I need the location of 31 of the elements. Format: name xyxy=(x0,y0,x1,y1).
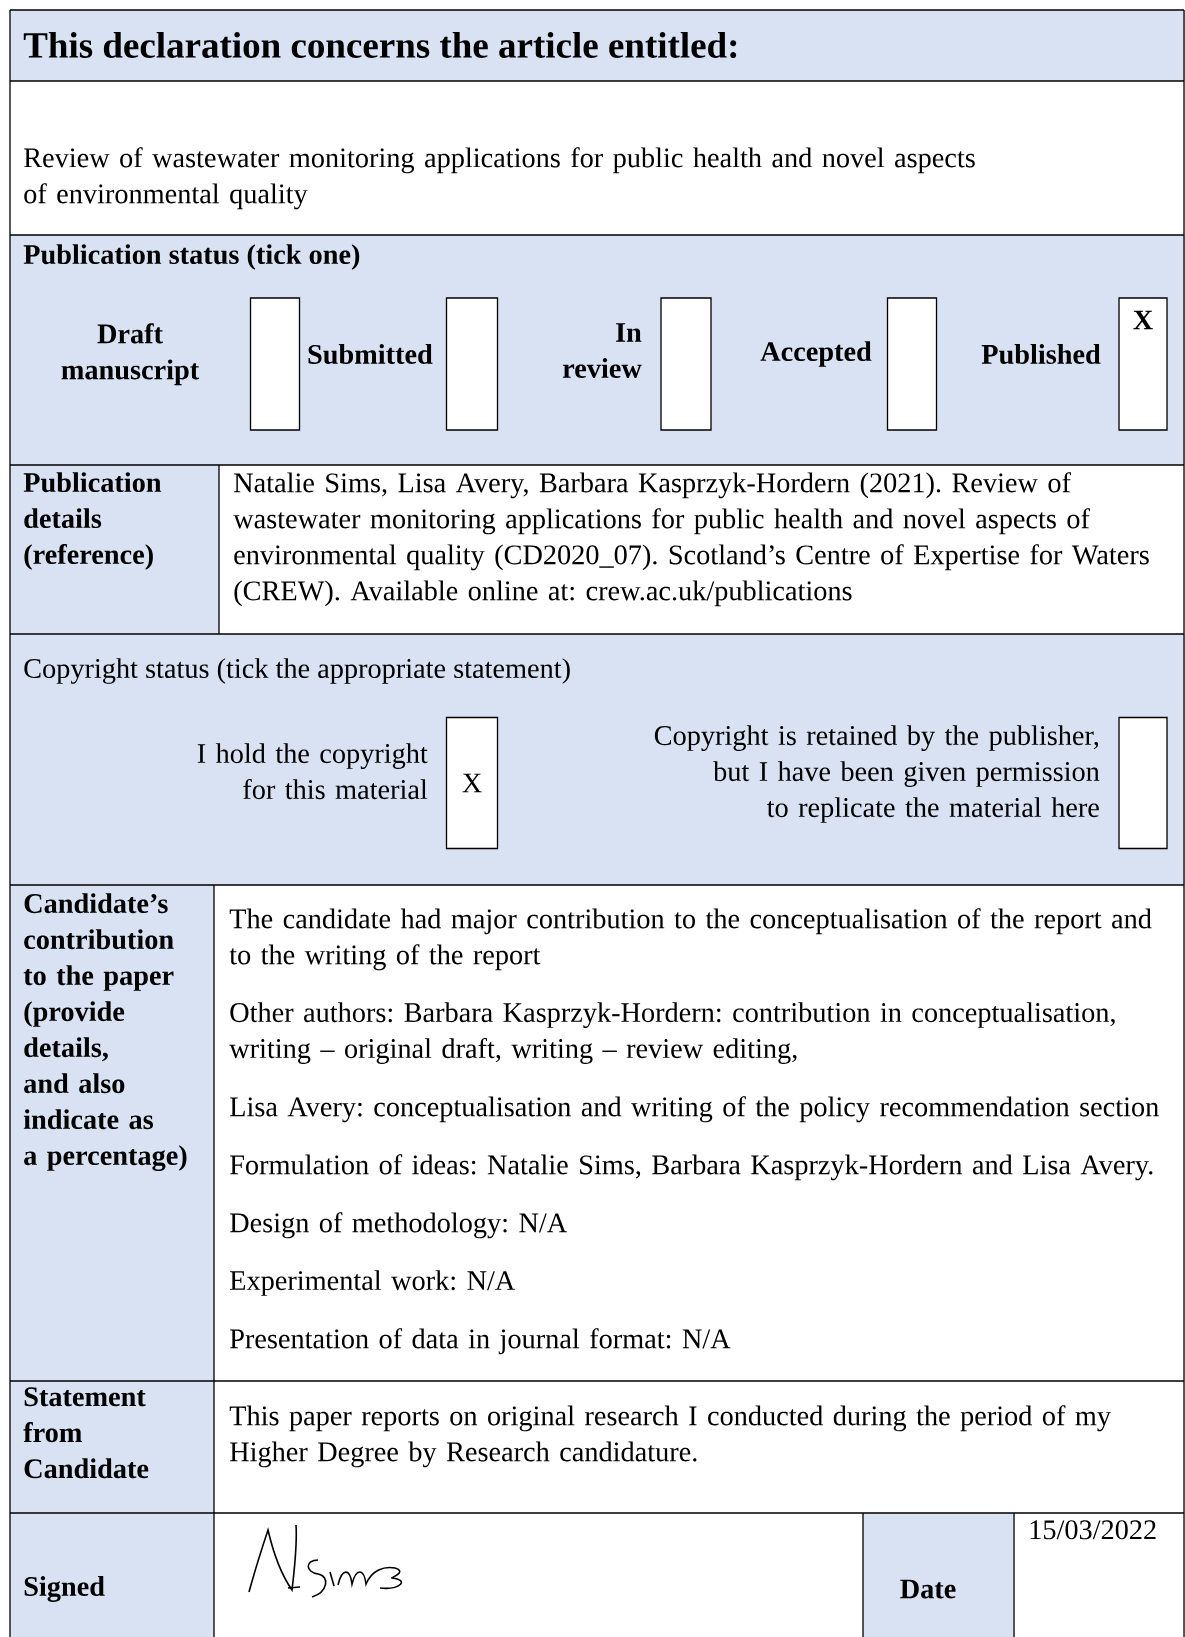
tick-box xyxy=(445,716,499,850)
tick-box xyxy=(1118,716,1168,850)
form-title: This declaration concerns the article entitled: xyxy=(23,31,737,59)
row-heading: Date xyxy=(900,1579,956,1599)
row-heading: Candidate’s contribution to the paper (provide details, and also indicate as a percentage) xyxy=(23,893,187,1172)
contribution-text: Formulation of ideas: Natalie Sims, Barbara Kasprzyk-Hordern and Lisa Avery. xyxy=(230,1154,1153,1181)
status-option: Submitted xyxy=(308,344,433,364)
statement-text: This paper reports on original research I conducted during the period of my Higher Degree by Research candidature. xyxy=(229,1405,1111,1468)
tick-mark: X xyxy=(462,773,482,793)
reference-text: Natalie Sims, Lisa Avery, Barbara Kasprzyk-Hordern (2021). Review of wastewater monitoring applications for public health and novel aspects of environmental quality (CD2020_07). Scotland’s Centre of Expertise for Waters (CREW). Available online at: crew.ac.uk/publications xyxy=(233,472,1149,607)
tick-box xyxy=(1118,297,1168,431)
contribution-text: Other authors: Barbara Kasprzyk-Hordern: contribution in conceptualisation, writing – original draft, writing – review editing, xyxy=(229,1002,1115,1064)
tick-box xyxy=(660,297,712,431)
copyright-option: I hold the copyright for this material xyxy=(197,743,428,800)
row-heading: Signed xyxy=(24,1576,105,1602)
tick-box xyxy=(249,297,301,431)
contribution-text: The candidate had major contribution to the conceptualisation of the report and to the writing of the report xyxy=(229,908,1152,971)
date-text: 15/03/2022 xyxy=(1030,1520,1156,1540)
contribution-text: Presentation of data in journal format: N/A xyxy=(230,1328,731,1355)
contribution-text: Lisa Avery: conceptualisation and writing of the policy recommendation section xyxy=(230,1096,1159,1123)
status-option: Accepted xyxy=(760,341,872,367)
contribution-text: Experimental work: N/A xyxy=(230,1270,516,1296)
tick-box xyxy=(445,297,499,431)
contribution-text: Design of methodology: N/A xyxy=(230,1212,567,1239)
status-option: Draft manuscript xyxy=(61,323,200,386)
row-heading: Publication details (reference) xyxy=(23,472,162,570)
article-title: Review of wastewater monitoring applications for public health and novel aspects of environmental quality xyxy=(24,147,975,210)
tick-box xyxy=(886,297,938,431)
row-heading: Statement from Candidate xyxy=(23,1387,149,1479)
status-option: Published xyxy=(981,344,1101,364)
tick-mark: X xyxy=(1133,310,1153,330)
